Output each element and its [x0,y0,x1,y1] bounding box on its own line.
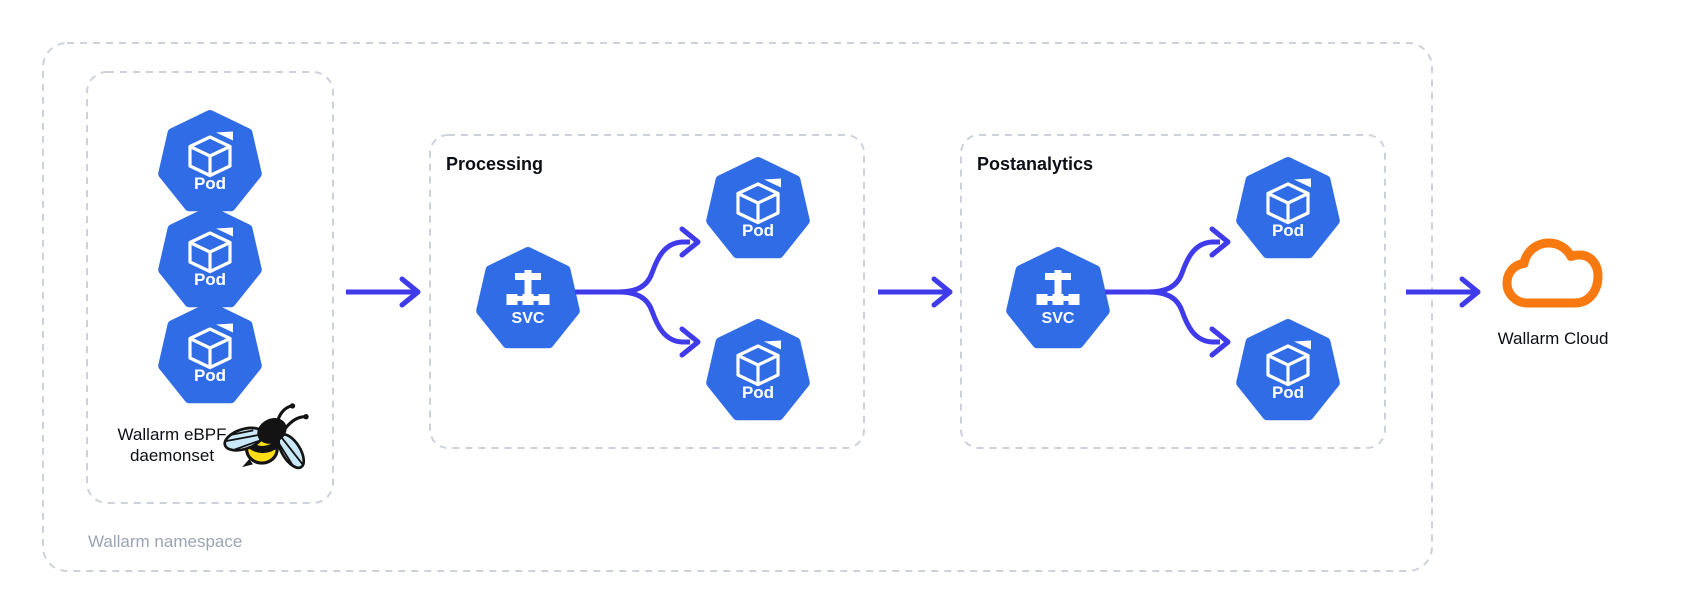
pod-label: Pod [1272,383,1304,402]
ebpf-bee-icon [223,403,309,470]
wallarm-cloud-icon [1502,238,1603,308]
processing-box [429,134,865,449]
pod-label: Pod [194,270,226,289]
flow-arrow-daemonset-to-processing [346,276,421,308]
load-balance-arrows [575,226,701,358]
postanalytics-title: Postanalytics [977,154,1093,174]
daemonset-box [86,71,334,504]
service-icon: SVC [481,252,575,343]
pod-icon: Pod [1241,162,1335,253]
wallarm-namespace-box [42,42,1433,572]
pod-label: Pod [742,383,774,402]
pod-icon: Pod [163,115,257,206]
pod-label: Pod [742,221,774,240]
daemonset-label-line1: Wallarm eBPF [118,425,227,444]
pod-icon: Pod [163,307,257,398]
flow-arrow-to-cloud [1406,276,1481,308]
wallarm-cloud-label: Wallarm Cloud [1498,329,1609,348]
daemonset-label-line2: daemonset [130,446,214,465]
pod-icon: Pod [1241,324,1335,415]
processing-title: Processing [446,154,543,174]
flow-arrow-processing-to-postanalytics [878,276,953,308]
wallarm-namespace-label: Wallarm namespace [88,532,242,551]
postanalytics-box [960,134,1386,449]
svc-label: SVC [1042,310,1075,327]
svc-label: SVC [512,310,545,327]
pod-icon: Pod [711,162,805,253]
load-balance-arrows [1105,226,1231,358]
pod-icon: Pod [711,324,805,415]
pod-label: Pod [1272,221,1304,240]
pod-icon: Pod [163,211,257,302]
pod-label: Pod [194,366,226,385]
service-icon: SVC [1011,252,1105,343]
pod-label: Pod [194,174,226,193]
